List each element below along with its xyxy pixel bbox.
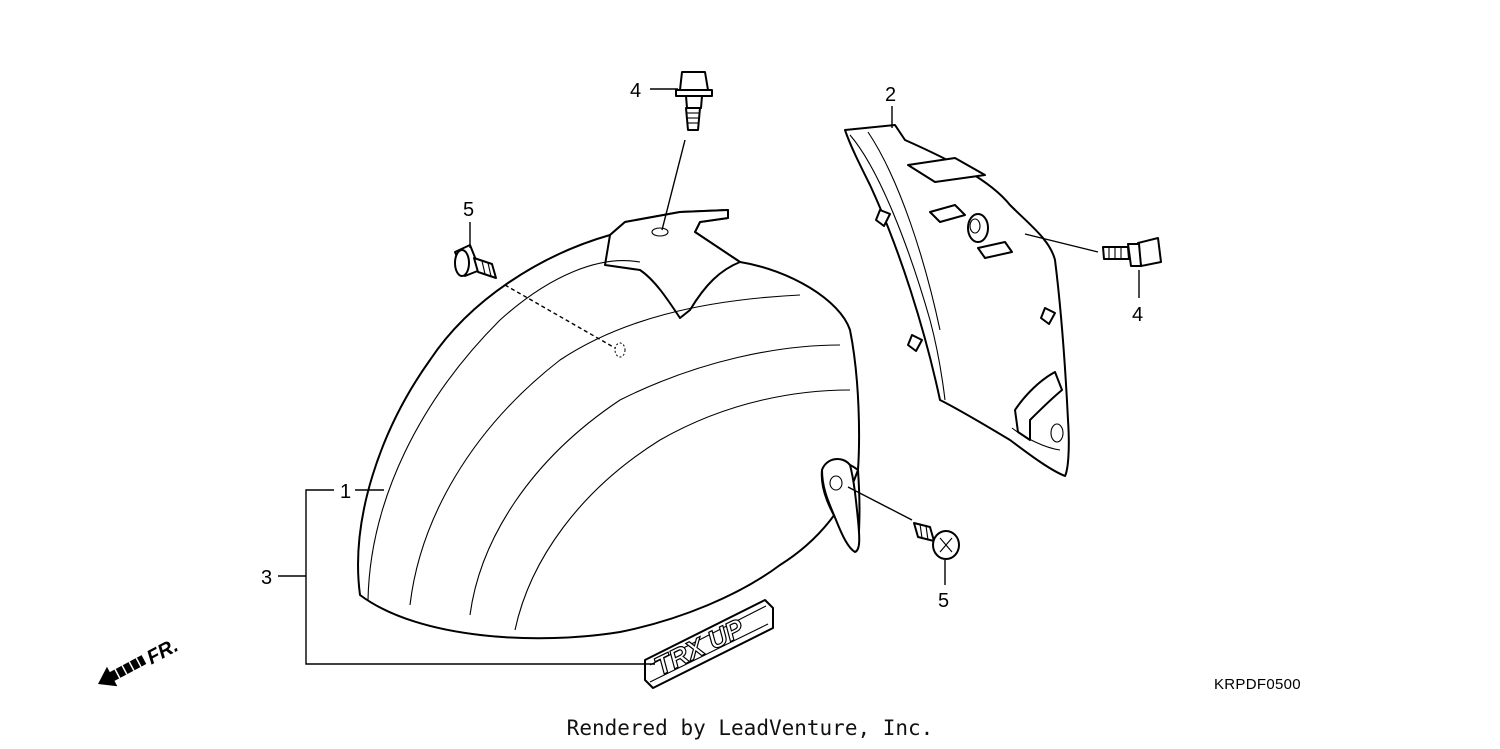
drawing-code: KRPDF0500 [1214,676,1301,693]
callout-2: 2 [885,84,896,106]
callout-5-left: 5 [463,199,474,221]
callout-4-top: 4 [630,80,641,102]
front-direction-arrow: FR. [98,635,182,687]
callout-4-right: 4 [1132,304,1143,326]
direction-label: FR. [143,635,182,670]
callout-1: 1 [340,481,351,503]
footer-credit: Rendered by LeadVenture, Inc. [566,716,934,740]
screw-5-left [454,244,616,349]
callout-5-bottom: 5 [938,590,949,612]
screw-5-bottom [847,486,960,560]
mount-hole [614,342,626,358]
bolt-4-right [1024,233,1162,267]
callout-3: 3 [261,567,272,589]
bolt-4-top [661,71,713,231]
inner-cover-panel [844,124,1070,477]
callout-leaders [278,88,1140,665]
front-fender [357,209,861,640]
